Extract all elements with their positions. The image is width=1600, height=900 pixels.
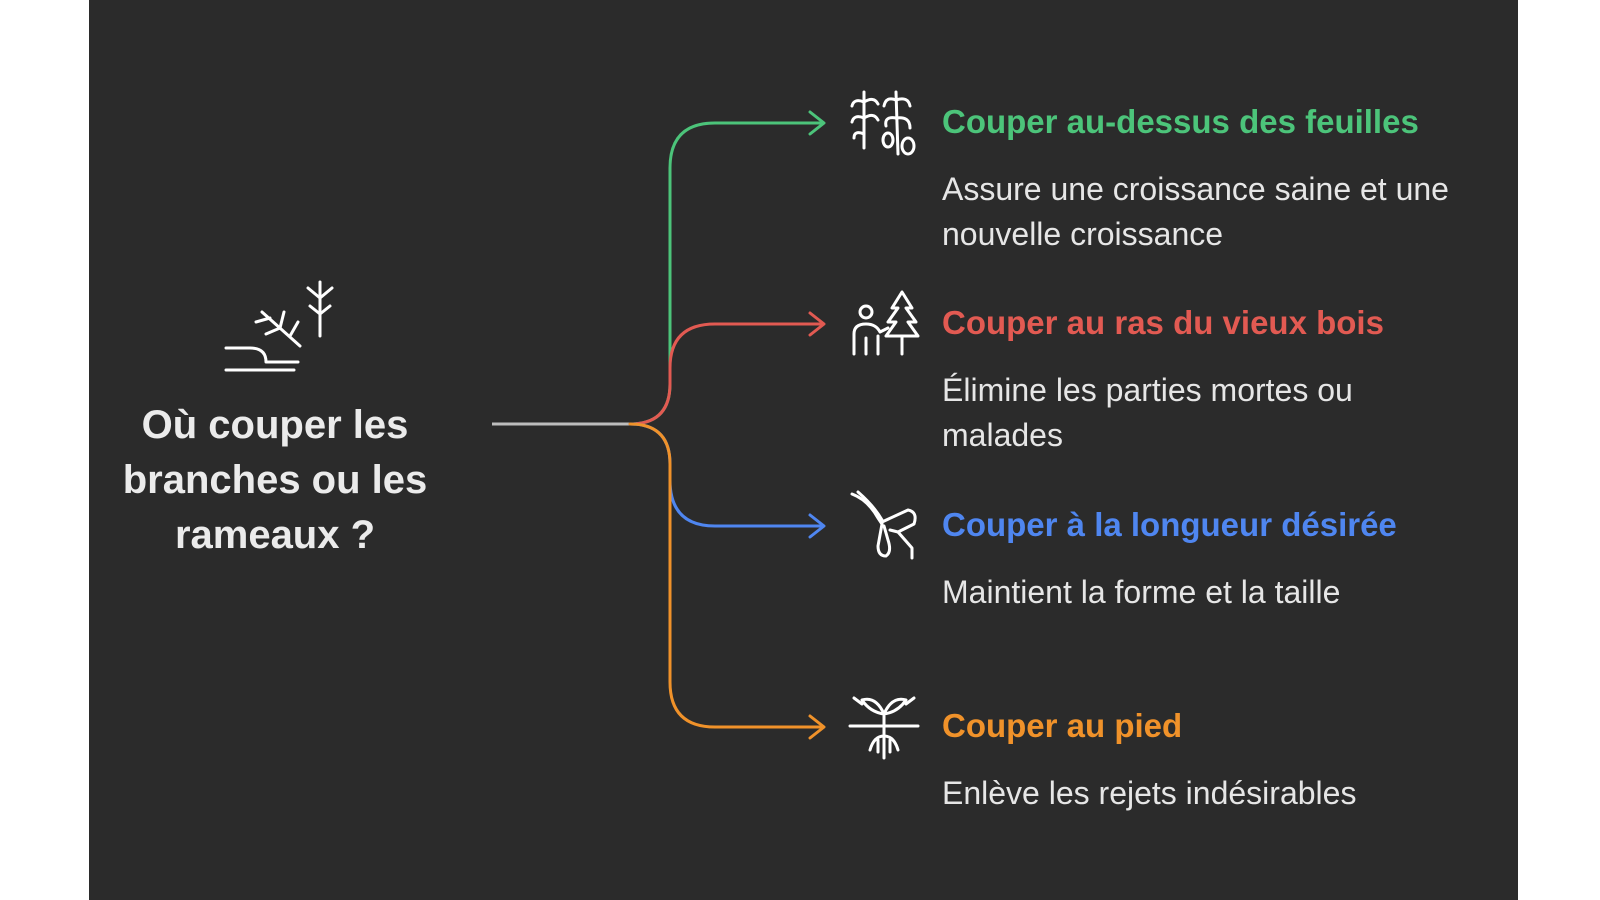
arrowhead-branch-2 bbox=[808, 311, 826, 337]
arrowhead-branch-3 bbox=[808, 513, 826, 539]
gardener-tree-icon bbox=[852, 290, 920, 356]
branch-title-2: Couper au ras du vieux bois bbox=[942, 304, 1384, 341]
branch-description-4: Enlève les rejets indésirables bbox=[942, 775, 1357, 811]
branch-title-4: Couper au pied bbox=[942, 707, 1183, 744]
branch-title-3: Couper à la longueur désirée bbox=[942, 506, 1397, 543]
sprout-roots-icon bbox=[848, 696, 920, 760]
root-title: Où couper les branches ou les rameaux ? bbox=[122, 403, 428, 557]
connector-branch-1 bbox=[628, 121, 824, 426]
branch-title-1: Couper au-dessus des feuilles bbox=[942, 103, 1419, 140]
branch-description-2: Élimine les parties mortes ou malades bbox=[942, 372, 1353, 453]
connector-branch-4 bbox=[628, 422, 824, 729]
arrowhead-branch-4 bbox=[808, 714, 826, 740]
arrowhead-branch-1 bbox=[808, 110, 826, 136]
pruned-branches-icon bbox=[224, 280, 334, 372]
connector-branch-3 bbox=[628, 422, 824, 528]
leafy-stems-icon bbox=[850, 90, 916, 156]
branch-description-1: Assure une croissance saine et une nouve… bbox=[942, 171, 1449, 252]
pruning-shears-icon bbox=[850, 490, 917, 560]
connector-branch-2 bbox=[628, 322, 824, 426]
diagram-canvas bbox=[89, 0, 1518, 900]
branch-description-3: Maintient la forme et la taille bbox=[942, 574, 1341, 610]
